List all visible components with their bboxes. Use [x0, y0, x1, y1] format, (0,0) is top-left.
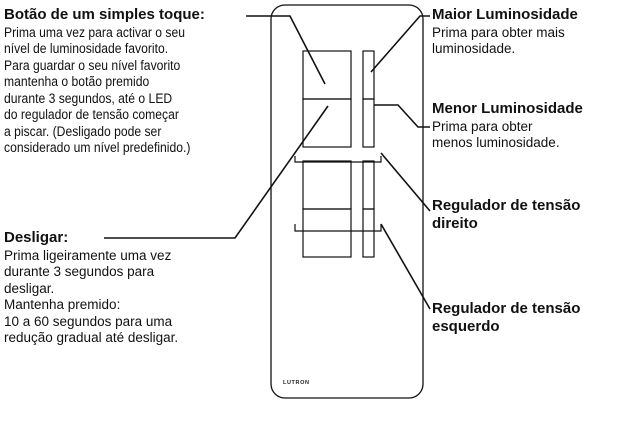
- brighter-leader: [370, 15, 430, 73]
- dimmer-line: menos luminosidade.: [432, 135, 560, 151]
- off-line: durante 3 segundos para: [4, 264, 155, 280]
- dimmer-line: Prima para obter: [432, 119, 533, 134]
- brighter-description: Prima para obter mais luminosidade.: [432, 25, 617, 58]
- left-dimmer-off-button[interactable]: [302, 208, 352, 258]
- right-dimmer-bracket: [294, 156, 382, 163]
- right-dimmer-label: Regulador de tensão direito: [432, 197, 580, 234]
- left-dimmer-label-line: Regulador de tensão: [432, 300, 581, 317]
- left-dimmer-label: Regulador de tensão esquerdo: [432, 300, 580, 337]
- left-dimmer-label-line: esquerdo: [432, 318, 500, 336]
- off-leader: [104, 105, 329, 239]
- single-touch-line: do regulador de tensão começar: [4, 107, 179, 123]
- brighter-line: luminosidade.: [432, 41, 516, 57]
- single-touch-line: nível de luminosidade favorito.: [4, 41, 169, 57]
- single-touch-description: Prima uma vez para activar o seu nível d…: [4, 25, 240, 157]
- single-touch-leader: [246, 15, 326, 85]
- right-dimmer-lower-button[interactable]: [362, 98, 375, 148]
- dimmer-leader: [374, 104, 430, 128]
- right-dimmer-leader: [380, 152, 431, 212]
- off-line: desligar.: [4, 280, 55, 296]
- off-heading: Desligar:: [4, 229, 69, 246]
- brighter-line: Prima para obter mais: [432, 25, 565, 40]
- left-dimmer-lower-button[interactable]: [362, 208, 375, 258]
- dimmer-description: Prima para obter menos luminosidade.: [432, 119, 617, 152]
- left-dimmer-bracket: [294, 224, 382, 232]
- single-touch-line: Prima uma vez para activar o seu: [4, 25, 185, 40]
- right-dimmer-label-line: direito: [432, 215, 478, 233]
- off-line: Prima ligeiramente uma vez: [4, 248, 172, 263]
- single-touch-line: durante 3 segundos, até o LED: [4, 90, 173, 106]
- single-touch-line: considerado um nível predefinido.): [4, 140, 191, 156]
- off-line: 10 a 60 segundos para uma: [4, 313, 173, 329]
- brighter-heading: Maior Luminosidade: [432, 6, 578, 23]
- dimmer-heading: Menor Luminosidade: [432, 100, 583, 117]
- single-touch-line: a piscar. (Desligado pode ser: [4, 123, 162, 139]
- single-touch-line: mantenha o botão premido: [4, 74, 150, 90]
- off-description: Prima ligeiramente uma vez durante 3 seg…: [4, 248, 266, 347]
- right-dimmer-label-line: Regulador de tensão: [432, 197, 581, 214]
- left-dimmer-leader: [380, 223, 431, 310]
- single-touch-heading: Botão de um simples toque:: [4, 6, 205, 23]
- single-touch-line: Para guardar o seu nível favorito: [4, 57, 181, 73]
- lutron-logo: LUTRON: [283, 380, 310, 386]
- off-line: redução gradual até desligar.: [4, 330, 179, 346]
- right-dimmer-off-button[interactable]: [302, 98, 352, 148]
- remote-body: [270, 4, 424, 399]
- off-line: Mantenha premido:: [4, 297, 121, 313]
